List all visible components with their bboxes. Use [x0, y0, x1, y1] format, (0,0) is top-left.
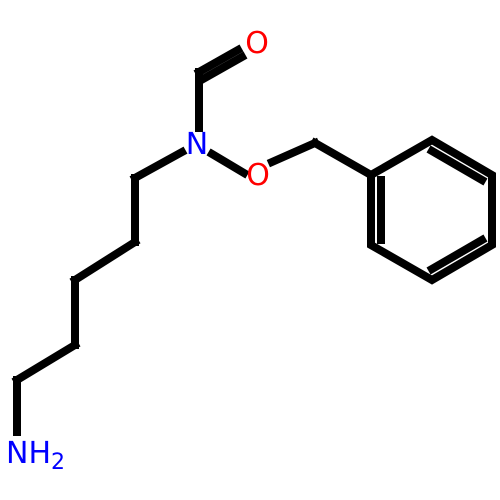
bond-o-ch2: [266, 137, 321, 168]
bond-carbonyl-2: [197, 51, 248, 85]
ring-inner-bond-2: [426, 234, 488, 275]
ring-outline: [367, 135, 496, 285]
amide-nitrogen-label: N: [186, 127, 208, 162]
aminopentyl-chain: [11, 146, 188, 436]
bond-carbonyl-1: [193, 44, 244, 78]
ether-oxygen-label: O: [246, 158, 270, 193]
bond-c2-c3: [69, 236, 141, 286]
carbonyl-oxygen-label: O: [245, 26, 269, 61]
benzene-ring: [367, 135, 496, 285]
bond-c4-c5: [11, 339, 81, 386]
benzyloxy-linker: [206, 137, 377, 181]
amine-element: NH: [6, 436, 51, 471]
bond-n-o: [206, 148, 250, 179]
formyl-group: [193, 44, 248, 132]
ring-inner-bond-1: [426, 145, 488, 186]
bond-n-c1: [129, 146, 188, 184]
bond-ch2-ring: [309, 137, 377, 181]
amine-subscript: 2: [51, 450, 65, 475]
amine-label: NH2: [6, 436, 65, 475]
